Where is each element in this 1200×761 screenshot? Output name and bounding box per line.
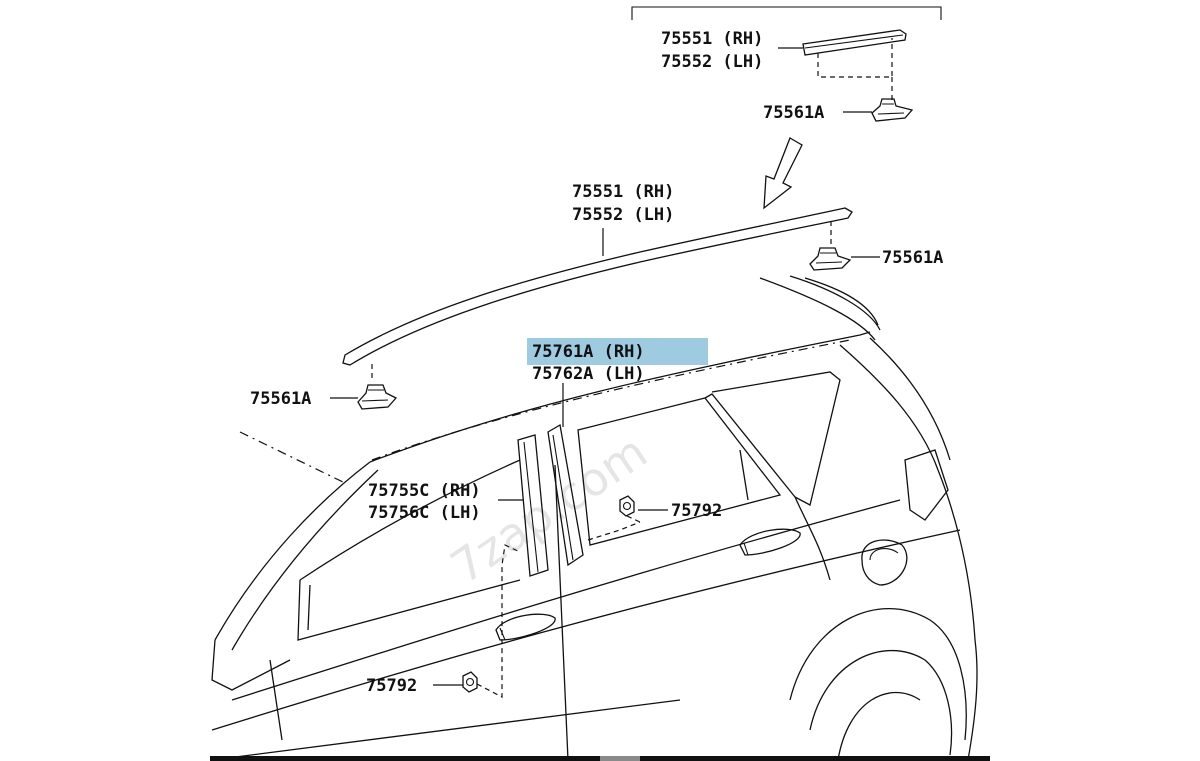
roof-molding (342, 207, 853, 366)
rear-pillar-garnish (547, 423, 584, 567)
highlight-box (527, 338, 708, 365)
label-pillar-garnish-lh: 75762A (LH) (532, 364, 645, 384)
label-front-pillar-rh: 75755C (RH) (368, 481, 481, 501)
label-front-pillar-lh: 75756C (LH) (368, 503, 481, 523)
label-fastener-rear: 75792 (671, 501, 722, 521)
callout-arrow (763, 137, 803, 210)
car-body (211, 275, 978, 761)
label-pillar-garnish-rh: 75761A (RH) (532, 342, 645, 362)
roof-clip-front-icon (357, 364, 398, 410)
label-rear-clip: 75561A (882, 248, 943, 268)
label-molding-rh: 75551 (RH) (572, 182, 674, 202)
label-fastener-front: 75792 (366, 676, 417, 696)
leader-lines (330, 47, 880, 686)
roof-clip-rear-icon (809, 221, 852, 271)
label-molding-lh: 75552 (LH) (572, 205, 674, 225)
labels: 75551 (RH) 75552 (LH) 75561A 75551 (RH) … (250, 29, 943, 696)
fastener-front-icon (462, 544, 521, 698)
label-inset-molding-rh: 75551 (RH) (661, 29, 763, 49)
label-front-clip: 75561A (250, 389, 311, 409)
bottom-strip-gap (600, 756, 640, 761)
inset-clip-icon (871, 98, 914, 122)
label-inset-clip: 75561A (763, 103, 824, 123)
label-inset-molding-lh: 75552 (LH) (661, 52, 763, 72)
front-pillar-garnish (517, 434, 549, 577)
top-bracket (631, 6, 942, 20)
fastener-rear-icon (587, 495, 641, 541)
inset-roof-molding (802, 29, 907, 101)
